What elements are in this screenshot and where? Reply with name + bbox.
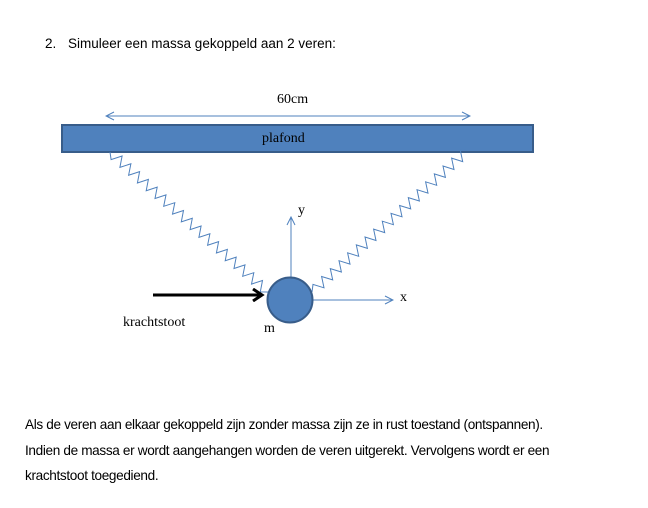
- mass-ball: [266, 276, 314, 324]
- question-number: 2.: [45, 36, 57, 51]
- dimension-label: 60cm: [277, 92, 309, 107]
- left-spring: [109, 151, 269, 293]
- ceiling-bar: [61, 124, 534, 153]
- right-spring: [311, 149, 469, 293]
- question-text: Simuleer een massa gekoppeld aan 2 veren…: [68, 36, 336, 51]
- paragraph-line: Als de veren aan elkaar gekoppeld zijn z…: [25, 417, 543, 432]
- paragraph-line: krachtstoot toegediend.: [25, 468, 159, 483]
- y-axis-label: y: [298, 203, 305, 218]
- ceiling-label: plafond: [262, 131, 305, 146]
- force-label: krachtstoot: [123, 315, 186, 330]
- mass-label: m: [264, 321, 275, 336]
- paragraph-line: Indien de massa er wordt aangehangen wor…: [25, 443, 550, 458]
- x-axis-label: x: [400, 290, 407, 305]
